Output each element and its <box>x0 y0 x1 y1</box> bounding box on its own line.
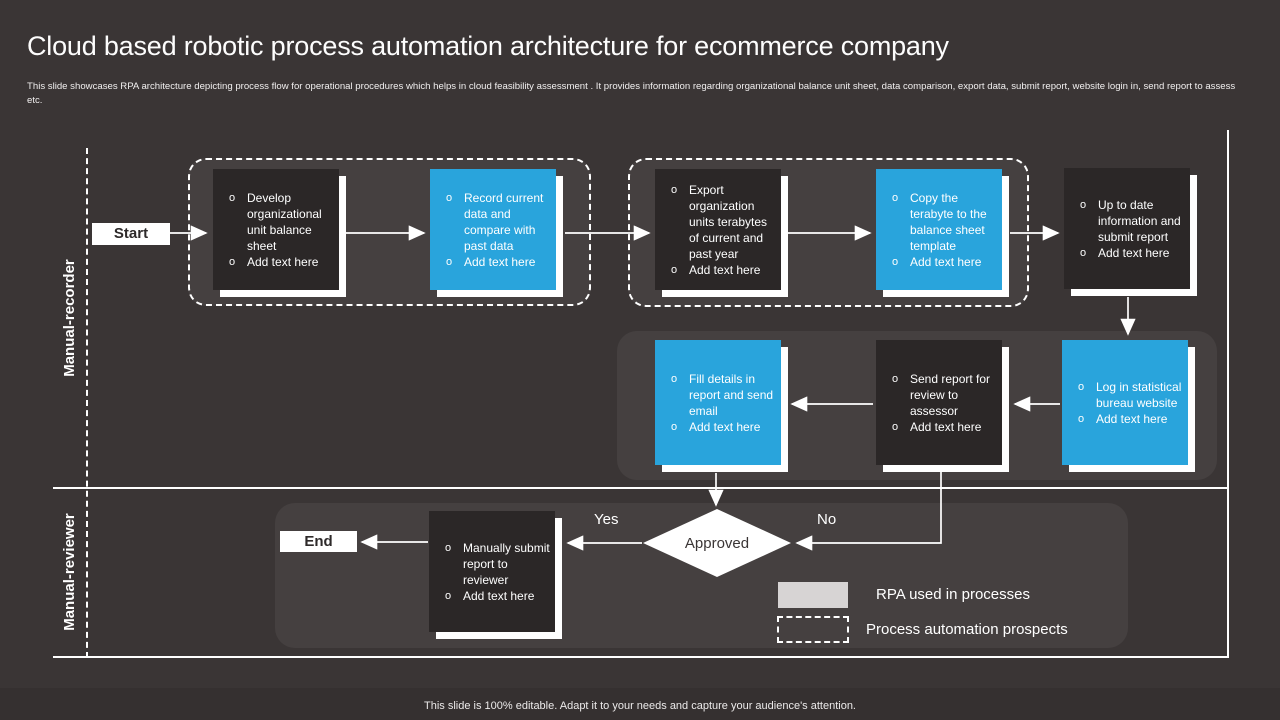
step-send-report-for-review[interactable]: Send report for review to assessor Add t… <box>876 340 1002 465</box>
step-log-in-statistical-bureau[interactable]: Log in statistical bureau website Add te… <box>1062 340 1188 465</box>
frame-right-line <box>1227 130 1229 658</box>
branch-label-yes: Yes <box>594 511 619 528</box>
step-bullet-list: Fill details in report and send email Ad… <box>655 371 781 435</box>
step-export-organization-units[interactable]: Export organization units terabytes of c… <box>655 169 781 290</box>
step-record-current-data[interactable]: Record current data and compare with pas… <box>430 169 556 290</box>
step-develop-unit-balance-sheet[interactable]: Develop organizational unit balance shee… <box>213 169 339 290</box>
footer-note: This slide is 100% editable. Adapt it to… <box>424 700 856 712</box>
step-text: Up to date information and submit report <box>1080 197 1186 245</box>
add-text-placeholder[interactable]: Add text here <box>892 254 998 270</box>
step-bullet-list: Up to date information and submit report… <box>1064 197 1190 261</box>
step-bullet-list: Send report for review to assessor Add t… <box>876 371 1002 435</box>
add-text-placeholder[interactable]: Add text here <box>1078 411 1184 427</box>
legend-label-prospects: Process automation prospects <box>866 621 1068 638</box>
lane-divider-line <box>53 487 1228 489</box>
step-bullet-list: Export organization units terabytes of c… <box>655 182 781 278</box>
slide-description: This slide showcases RPA architecture de… <box>27 81 1236 106</box>
add-text-placeholder[interactable]: Add text here <box>446 254 552 270</box>
step-up-to-date-report[interactable]: Up to date information and submit report… <box>1064 168 1190 289</box>
add-text-placeholder[interactable]: Add text here <box>1080 245 1186 261</box>
add-text-placeholder[interactable]: Add text here <box>892 419 998 435</box>
step-text: Log in statistical bureau website <box>1078 379 1184 411</box>
step-bullet-list: Log in statistical bureau website Add te… <box>1062 379 1188 427</box>
legend-label-rpa-used: RPA used in processes <box>876 586 1030 603</box>
legend-swatch-prospects <box>777 616 849 643</box>
decision-label: Approved <box>684 534 750 552</box>
step-fill-details-send-email[interactable]: Fill details in report and send email Ad… <box>655 340 781 465</box>
frame-bottom-line <box>53 656 1228 658</box>
step-text: Copy the terabyte to the balance sheet t… <box>892 190 998 254</box>
add-text-placeholder[interactable]: Add text here <box>671 419 777 435</box>
add-text-placeholder[interactable]: Add text here <box>671 262 777 278</box>
branch-label-no: No <box>817 511 837 528</box>
step-text: Fill details in report and send email <box>671 371 777 419</box>
step-text: Develop organizational unit balance shee… <box>229 190 335 254</box>
lane-label-manual-reviewer: Manual-reviewer <box>61 513 78 631</box>
footer-bar <box>0 688 1280 720</box>
legend-swatch-rpa-used <box>778 582 848 608</box>
step-bullet-list: Record current data and compare with pas… <box>430 190 556 270</box>
step-bullet-list: Develop organizational unit balance shee… <box>213 190 339 270</box>
step-bullet-list: Copy the terabyte to the balance sheet t… <box>876 190 1002 270</box>
step-text: Manually submit report to reviewer <box>445 540 551 588</box>
add-text-placeholder[interactable]: Add text here <box>229 254 335 270</box>
step-text: Export organization units terabytes of c… <box>671 182 777 262</box>
page-title: Cloud based robotic process automation a… <box>27 31 949 61</box>
step-text: Send report for review to assessor <box>892 371 998 419</box>
step-text: Record current data and compare with pas… <box>446 190 552 254</box>
swimlane-dashed-line <box>86 148 88 658</box>
start-terminal[interactable]: Start <box>92 223 170 245</box>
end-terminal[interactable]: End <box>280 531 357 552</box>
lane-label-manual-recorder: Manual-recorder <box>61 259 78 377</box>
step-bullet-list: Manually submit report to reviewer Add t… <box>429 540 555 604</box>
add-text-placeholder[interactable]: Add text here <box>445 588 551 604</box>
step-manually-submit-report[interactable]: Manually submit report to reviewer Add t… <box>429 511 555 632</box>
step-copy-terabyte[interactable]: Copy the terabyte to the balance sheet t… <box>876 169 1002 290</box>
